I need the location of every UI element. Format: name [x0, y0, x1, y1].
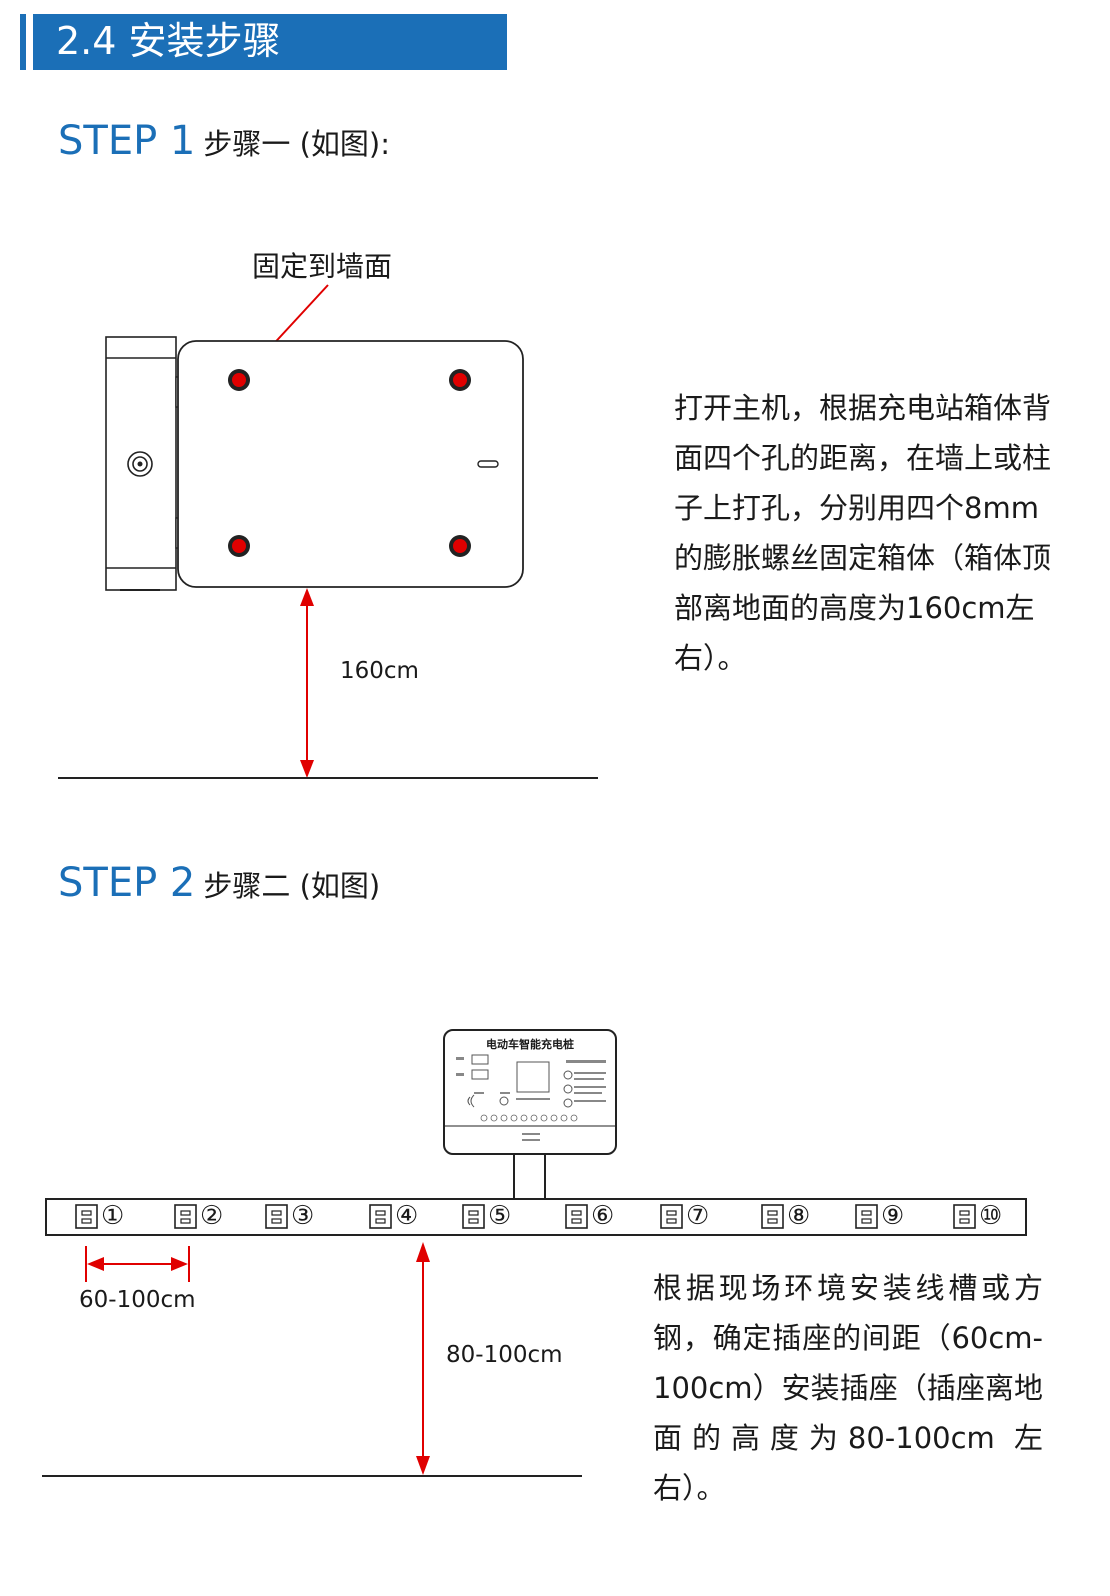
step1-heading-num: STEP 1 [58, 118, 196, 164]
socket-number: ⑥ [591, 1201, 615, 1231]
spacing-label: 60-100cm [79, 1287, 196, 1313]
mounting-hole-bottom-right [449, 535, 471, 557]
socket-icon [761, 1204, 784, 1229]
socket-number: ③ [291, 1201, 315, 1231]
socket-icon [265, 1204, 288, 1229]
height-arrow-80-100 [416, 1242, 430, 1475]
spacing-dimension [85, 1246, 190, 1282]
mounting-hole-bottom-left [228, 535, 250, 557]
socket-icon [75, 1204, 98, 1229]
step1-height-label: 160cm [340, 658, 419, 684]
socket-icon [660, 1204, 683, 1229]
socket-icon [462, 1204, 485, 1229]
socket-icon [369, 1204, 392, 1229]
step2-height-label: 80-100cm [446, 1342, 563, 1368]
socket-number: ⑩ [979, 1201, 1003, 1231]
step2-heading-num: STEP 2 [58, 860, 196, 906]
socket-number: ⑨ [881, 1201, 905, 1231]
step2-description: 根据现场环境安装线槽或方钢，确定插座的间距（60cm-100cm）安装插座（插座… [653, 1271, 1043, 1505]
socket-icon [174, 1204, 197, 1229]
step1-heading-cn: 步骤一 (如图): [203, 127, 391, 161]
panel-slot [477, 460, 499, 468]
step2-heading-cn: 步骤二 (如图) [203, 869, 381, 903]
step1-callout-label: 固定到墙面 [252, 250, 393, 283]
socket-number: ⑧ [787, 1201, 811, 1231]
socket-number: ⑤ [488, 1201, 512, 1231]
socket-icon [855, 1204, 878, 1229]
socket-number: ⑦ [686, 1201, 710, 1231]
step1-description: 打开主机，根据充电站箱体背面四个孔的距离，在墙上或柱子上打孔，分别用四个8mm的… [674, 391, 1052, 675]
box-back-panel [177, 340, 524, 588]
socket-number: ① [101, 1201, 125, 1231]
socket-number: ④ [395, 1201, 419, 1231]
socket-icon [565, 1204, 588, 1229]
panel-mini-icons [467, 1070, 573, 1108]
section-title: 2.4 安装步骤 [56, 19, 281, 63]
panel-mini-fields [471, 1054, 550, 1093]
section-title-bar [33, 14, 507, 70]
socket-number: ② [200, 1201, 224, 1231]
socket-icon [953, 1204, 976, 1229]
mounting-hole-top-left [228, 369, 250, 391]
section-title-accent [20, 14, 26, 70]
mounting-hole-top-right [449, 369, 471, 391]
lock-icon [127, 451, 153, 477]
height-arrow-160 [300, 588, 314, 778]
mounting-pole [513, 1153, 546, 1200]
panel-mini-text [456, 1057, 606, 1141]
socket-row [75, 1204, 976, 1229]
panel-mini-sockets [480, 1114, 578, 1122]
panel-title: 电动车智能充电桩 [486, 1038, 574, 1051]
